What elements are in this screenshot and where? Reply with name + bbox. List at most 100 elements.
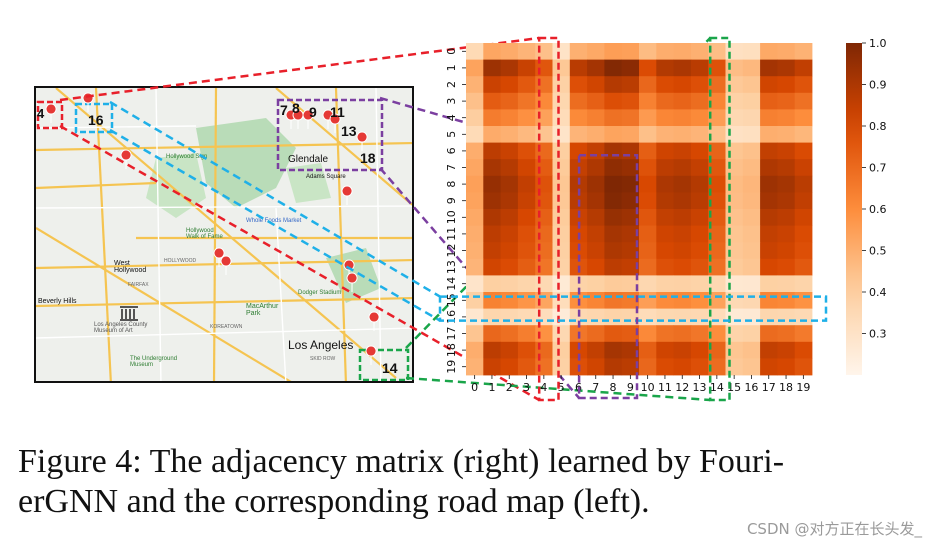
heatmap-cell [621,92,640,110]
heatmap-cell [535,341,553,359]
label-los-angeles: Los Angeles [288,338,354,352]
heatmap-cell [500,225,519,243]
heatmap-cell [535,325,553,343]
heatmap-cell [742,358,761,376]
heatmap-cell [535,209,553,226]
location-pin-icon [302,109,314,130]
heatmap-cell [673,192,692,210]
label-lacma: Los Angeles County Museum of Art [94,322,148,334]
museum-icon [120,306,138,321]
heatmap-cell [794,109,813,127]
heatmap-cell [604,292,623,309]
heatmap-cell [777,341,796,359]
location-pin-icon [368,311,380,332]
x-tick-label: 7 [592,381,599,394]
heatmap-cell [466,192,484,210]
heatmap-cell [483,159,501,177]
x-tick-label: 14 [710,381,724,394]
heatmap-cell [483,43,501,60]
heatmap-cell [777,76,796,94]
heatmap-cell [794,325,813,343]
heatmap-cell [587,209,605,226]
location-pin-icon [356,131,368,152]
heatmap-cell [552,275,571,293]
heatmap-cell [777,159,796,177]
y-tick-label: 2 [445,81,458,88]
heatmap-cell [552,242,571,260]
heatmap-cell [656,126,674,143]
x-tick-label: 17 [762,381,776,394]
heatmap-cell [483,175,501,193]
heatmap-cell [760,159,778,177]
heatmap-cell [587,308,605,326]
heatmap-cell [500,59,519,77]
label-whole-foods: Whole Foods Market [246,218,302,224]
heatmap-cell [466,76,484,94]
caption-line-2: erGNN and the corresponding road map (le… [18,483,650,520]
heatmap-cell [742,209,761,226]
heatmap-cell [708,43,726,60]
heatmap-cell [656,358,674,376]
heatmap-cell [552,126,571,143]
x-tick-label: 12 [675,381,689,394]
heatmap-cell [673,308,692,326]
pin-number-4: 4 [37,106,45,121]
heatmap-cell [569,76,588,94]
heatmap-cell [742,325,761,343]
heatmap-cell [725,76,744,94]
heatmap-cell [552,258,571,276]
heatmap-cell [673,341,692,359]
heatmap-cell [552,76,571,94]
heatmap-cell [742,275,761,293]
heatmap-cell [587,275,605,293]
heatmap-cell [535,159,553,177]
heatmap-cell [656,308,674,326]
map-box-green [358,348,410,381]
heatmap-cell [794,59,813,77]
location-pin-icon [120,149,132,170]
pin-number-14: 14 [382,360,398,376]
y-tick-label: 1 [445,64,458,71]
heatmap-cell [500,308,519,326]
heatmap-cell [690,92,709,110]
colorbar-tick-label: 0.9 [869,79,887,92]
heatmap-cell [569,59,588,77]
heatmap-cell [639,258,657,276]
heatmap-cell [777,358,796,376]
highlight-box-purple [577,153,639,400]
heatmap-cell [535,76,553,94]
heatmap-cell [552,308,571,326]
heatmap-cell [725,159,744,177]
heatmap-cell [517,325,536,343]
pin-number-13: 13 [341,123,357,139]
x-tick-label: 1 [488,381,495,394]
heatmap-cell [587,175,605,193]
heatmap-cell [656,258,674,276]
heatmap-cell [794,192,813,210]
heatmap-cell [604,109,623,127]
heatmap-cell [794,242,813,260]
heatmap-cell [466,308,484,326]
pin-number-8: 8 [292,100,300,116]
colorbar-tick-label: 0.5 [869,245,887,258]
x-tick-label: 0 [471,381,478,394]
heatmap-cell [725,43,744,60]
heatmap-cell [500,275,519,293]
heatmap-cell [483,109,501,127]
highlight-box-blue [438,295,828,322]
heatmap-cell [794,175,813,193]
heatmap-cell [604,275,623,293]
heatmap-cell [777,142,796,160]
heatmap-cell [466,175,484,193]
heatmap-cell [708,76,726,94]
heatmap-cell [777,292,796,309]
heatmap-cell [587,43,605,60]
x-tick-label: 19 [796,381,810,394]
x-tick-label: 10 [641,381,655,394]
heatmap-cell [725,59,744,77]
heatmap-cell [569,341,588,359]
heatmap-cell [621,192,640,210]
heatmap-cell [794,159,813,177]
